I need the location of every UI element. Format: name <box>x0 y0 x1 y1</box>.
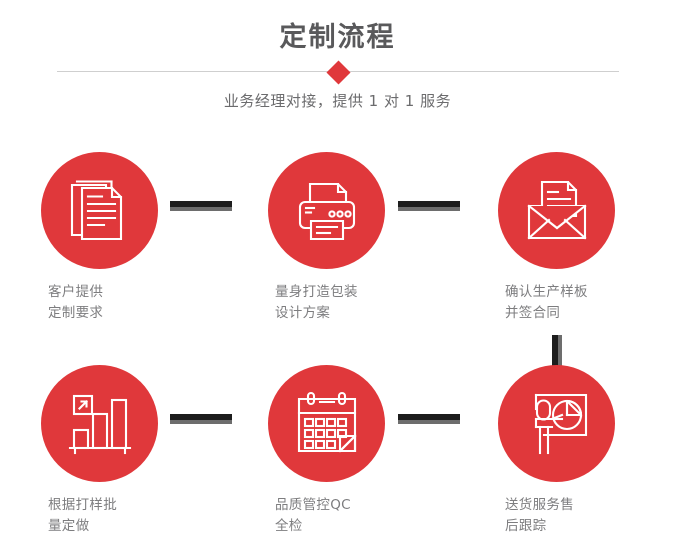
presenter-pie-chart-icon <box>522 389 592 459</box>
connector-bar <box>398 201 460 207</box>
printer-icon <box>292 176 362 246</box>
connector-shadow <box>398 420 460 424</box>
diamond-marker-icon <box>325 59 351 85</box>
step-5-label: 品质管控QC 全检 <box>275 497 351 534</box>
step-2-label: 量身打造包装 设计方案 <box>275 284 358 321</box>
connector-shadow <box>558 335 562 375</box>
documents-stack-icon <box>66 177 134 245</box>
step-6-label: 送货服务售 后跟踪 <box>505 497 574 534</box>
connector-bar <box>170 201 232 207</box>
connector-bar <box>398 414 460 420</box>
connector-shadow <box>170 420 232 424</box>
process-step-2[interactable]: 量身打造包装 设计方案 <box>255 152 425 332</box>
step-3-icon-circle[interactable] <box>498 152 615 269</box>
process-flow: 客户提供 定制要求 <box>0 140 675 550</box>
step-4-icon-circle[interactable] <box>41 365 158 482</box>
process-step-5[interactable]: 品质管控QC 全检 <box>255 365 425 545</box>
connector-bar <box>170 414 232 420</box>
connector-bar <box>552 335 558 375</box>
process-step-1[interactable]: 客户提供 定制要求 <box>28 152 198 332</box>
step-5-icon-circle[interactable] <box>268 365 385 482</box>
step-4-label: 根据打样批 量定做 <box>48 497 117 534</box>
page-title: 定制流程 <box>279 22 396 53</box>
process-step-6[interactable]: 送货服务售 后跟踪 <box>485 365 655 545</box>
process-step-3[interactable]: 确认生产样板 并签合同 <box>485 152 655 332</box>
connector-shadow <box>398 207 460 211</box>
process-step-4[interactable]: 根据打样批 量定做 <box>28 365 198 545</box>
connector-shadow <box>170 207 232 211</box>
connector-step2-step3 <box>398 201 460 211</box>
connector-step1-step2 <box>170 201 232 211</box>
step-6-icon-circle[interactable] <box>498 365 615 482</box>
calendar-icon <box>292 389 362 459</box>
connector-step4-step5 <box>170 414 232 424</box>
bar-chart-growth-icon <box>66 390 134 458</box>
page-subtitle: 业务经理对接，提供 1 对 1 服务 <box>223 92 452 110</box>
step-3-label: 确认生产样板 并签合同 <box>505 284 588 321</box>
step-1-icon-circle[interactable] <box>41 152 158 269</box>
connector-step5-step6 <box>398 414 460 424</box>
title-divider <box>57 59 619 85</box>
step-1-label: 客户提供 定制要求 <box>48 284 104 321</box>
envelope-document-icon <box>522 176 592 246</box>
header-section: 定制流程 业务经理对接，提供 1 对 1 服务 <box>0 0 675 140</box>
connector-step3-step6 <box>552 335 562 375</box>
step-2-icon-circle[interactable] <box>268 152 385 269</box>
